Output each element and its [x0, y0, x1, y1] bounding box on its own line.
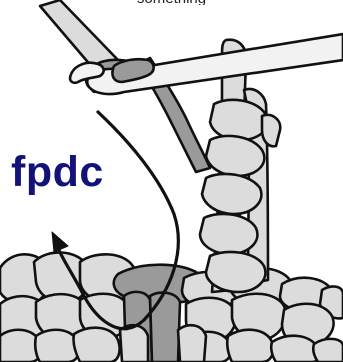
stitch-twist: [210, 100, 268, 140]
stitch-twist: [202, 174, 261, 214]
stitch-twist: [200, 214, 257, 254]
lower-loop: [313, 339, 343, 362]
stitch-twist: [206, 252, 265, 292]
lower-loop: [73, 328, 119, 362]
arrow-head: [52, 232, 68, 252]
lower-loop: [227, 330, 273, 362]
stitch-side-strand: [262, 115, 280, 146]
post-strand: [120, 325, 148, 362]
post-strand: [150, 293, 180, 362]
post-strand: [178, 325, 206, 362]
stitch-label-fpdc: fpdc: [11, 148, 104, 196]
